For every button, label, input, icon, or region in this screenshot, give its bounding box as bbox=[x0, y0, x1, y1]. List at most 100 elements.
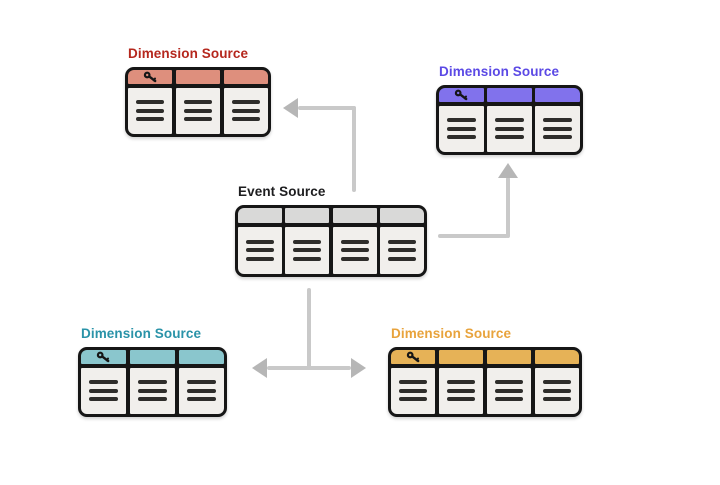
row-line bbox=[447, 118, 476, 123]
table-column bbox=[128, 87, 173, 134]
row-line bbox=[494, 388, 524, 393]
row-line bbox=[183, 108, 213, 113]
row-line bbox=[135, 100, 165, 105]
key-icon bbox=[143, 71, 158, 84]
row-line bbox=[137, 397, 167, 402]
row-line bbox=[340, 248, 369, 253]
row-line bbox=[495, 126, 524, 131]
table-column bbox=[535, 105, 580, 152]
table-body bbox=[238, 226, 424, 274]
column-header bbox=[487, 88, 532, 102]
row-line bbox=[495, 118, 524, 123]
row-line bbox=[186, 380, 216, 385]
label-dim-bottom-left: Dimension Source bbox=[81, 326, 202, 341]
table-column bbox=[285, 226, 330, 274]
row-line bbox=[137, 388, 167, 393]
row-line bbox=[245, 239, 274, 244]
table-dim-top-right bbox=[436, 85, 583, 155]
row-line bbox=[388, 239, 417, 244]
table-column bbox=[391, 367, 436, 414]
key-column-header bbox=[128, 70, 173, 84]
arrowhead-left-icon bbox=[283, 98, 298, 118]
row-line bbox=[183, 100, 213, 105]
row-line bbox=[135, 108, 165, 113]
label-dim-bottom-right: Dimension Source bbox=[391, 326, 512, 341]
column-header bbox=[285, 208, 330, 223]
row-line bbox=[245, 256, 274, 261]
row-line bbox=[398, 380, 428, 385]
key-column-header bbox=[81, 350, 127, 364]
table-column bbox=[175, 87, 221, 134]
column-header bbox=[223, 70, 268, 84]
row-line bbox=[137, 380, 167, 385]
row-line bbox=[398, 397, 428, 402]
key-icon bbox=[406, 351, 421, 364]
row-line bbox=[494, 397, 524, 402]
label-event-source: Event Source bbox=[238, 184, 326, 199]
column-header bbox=[129, 350, 176, 364]
row-line bbox=[186, 397, 216, 402]
column-header bbox=[438, 350, 484, 364]
table-dim-bottom-left bbox=[78, 347, 227, 417]
arrow-event-to-topleft-horizontal-segment bbox=[298, 106, 356, 110]
row-line bbox=[542, 388, 571, 393]
row-line bbox=[542, 380, 571, 385]
row-line bbox=[231, 100, 260, 105]
table-body bbox=[439, 105, 580, 152]
table-dim-bottom-right bbox=[388, 347, 582, 417]
row-line bbox=[293, 256, 322, 261]
row-line bbox=[446, 380, 476, 385]
table-dim-top-left bbox=[125, 67, 271, 137]
row-line bbox=[543, 118, 572, 123]
arrow-event-to-topleft-vertical-segment bbox=[352, 106, 356, 192]
row-line bbox=[388, 256, 417, 261]
table-column bbox=[332, 226, 377, 274]
column-header bbox=[332, 208, 377, 223]
label-dim-top-left: Dimension Source bbox=[128, 46, 249, 61]
arrowhead-right-icon bbox=[351, 358, 366, 378]
row-line bbox=[186, 388, 216, 393]
table-column bbox=[178, 367, 224, 414]
table-column bbox=[81, 367, 127, 414]
row-line bbox=[293, 239, 322, 244]
row-line bbox=[388, 248, 417, 253]
row-line bbox=[231, 117, 260, 122]
table-column bbox=[129, 367, 176, 414]
table-column bbox=[238, 226, 282, 274]
table-column bbox=[438, 367, 484, 414]
table-column bbox=[380, 226, 424, 274]
table-body bbox=[128, 87, 268, 134]
row-line bbox=[398, 388, 428, 393]
row-line bbox=[447, 135, 476, 140]
table-header bbox=[238, 208, 424, 223]
table-column bbox=[486, 367, 532, 414]
table-header bbox=[391, 350, 579, 364]
key-icon bbox=[454, 89, 469, 102]
row-line bbox=[245, 248, 274, 253]
key-column-header bbox=[391, 350, 436, 364]
table-body bbox=[81, 367, 224, 414]
arrowhead-left-icon bbox=[252, 358, 267, 378]
row-line bbox=[293, 248, 322, 253]
table-header bbox=[81, 350, 224, 364]
column-header bbox=[238, 208, 282, 223]
column-header bbox=[535, 88, 580, 102]
row-line bbox=[446, 397, 476, 402]
row-line bbox=[89, 397, 119, 402]
row-line bbox=[542, 397, 571, 402]
row-line bbox=[543, 126, 572, 131]
column-header bbox=[534, 350, 579, 364]
arrow-event-to-bottom-vertical-segment bbox=[307, 288, 311, 370]
column-header bbox=[178, 350, 224, 364]
row-line bbox=[183, 117, 213, 122]
table-column bbox=[487, 105, 532, 152]
row-line bbox=[89, 388, 119, 393]
table-column bbox=[439, 105, 484, 152]
row-line bbox=[89, 380, 119, 385]
table-column bbox=[223, 87, 268, 134]
row-line bbox=[495, 135, 524, 140]
table-column bbox=[534, 367, 579, 414]
arrow-event-to-bottom-horizontal-segment bbox=[267, 366, 351, 370]
table-header bbox=[439, 88, 580, 102]
